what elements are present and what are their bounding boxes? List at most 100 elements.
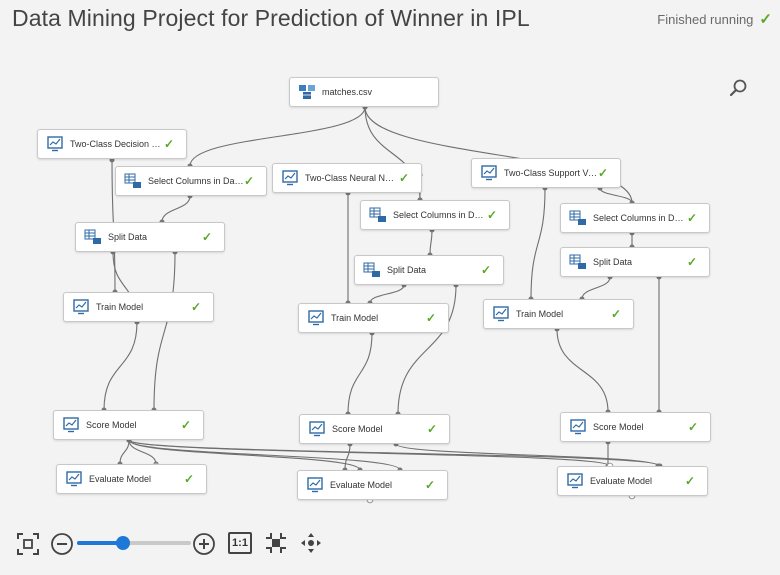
- success-check-icon: ✓: [486, 208, 497, 222]
- module-sm1[interactable]: Score Model ✓: [53, 410, 204, 440]
- model-icon: [46, 136, 64, 152]
- module-label: Split Data: [108, 232, 148, 242]
- success-check-icon: ✓: [684, 474, 695, 488]
- module-em2[interactable]: Evaluate Model ✓: [297, 470, 448, 500]
- experiment-title: Data Mining Project for Prediction of Wi…: [12, 5, 530, 31]
- success-check-icon: ✓: [480, 263, 491, 277]
- dataset-icon: [298, 84, 316, 100]
- module-label: Score Model: [593, 422, 644, 432]
- zoom-in-icon[interactable]: [192, 532, 216, 556]
- actual-size-button[interactable]: 1:1: [228, 532, 252, 554]
- connection: [344, 443, 351, 471]
- module-label: Two-Class Decision Forest: [70, 139, 164, 149]
- model-icon: [569, 419, 587, 435]
- zoom-slider[interactable]: [77, 536, 191, 550]
- success-check-icon: ✓: [201, 230, 212, 244]
- module-label: Two-Class Neural Network: [305, 173, 399, 183]
- model-icon: [308, 421, 326, 437]
- center-icon[interactable]: [264, 531, 288, 555]
- success-check-icon: ✓: [425, 311, 436, 325]
- module-tm2[interactable]: Train Model ✓: [298, 303, 449, 333]
- model-icon: [307, 310, 325, 326]
- module-label: Select Columns in Dataset: [593, 213, 687, 223]
- model-icon: [492, 306, 510, 322]
- connection: [128, 439, 401, 471]
- module-nn[interactable]: Two-Class Neural Network✓: [272, 163, 422, 193]
- success-check-icon: ✓: [610, 307, 621, 321]
- actual-size-label: 1:1: [232, 537, 248, 549]
- module-svm[interactable]: Two-Class Support Vector M...✓: [471, 158, 621, 188]
- model-icon: [62, 417, 80, 433]
- table-icon: [363, 262, 381, 278]
- module-label: Evaluate Model: [89, 474, 152, 484]
- pan-icon[interactable]: [299, 531, 323, 555]
- run-status-text: Finished running: [657, 11, 754, 27]
- table-icon: [569, 210, 587, 226]
- module-label: Two-Class Support Vector M...: [504, 168, 598, 178]
- connection: [530, 187, 546, 300]
- module-label: Evaluate Model: [330, 480, 393, 490]
- model-icon: [281, 170, 299, 186]
- table-icon: [369, 207, 387, 223]
- module-sd2[interactable]: Split Data ✓: [354, 255, 504, 285]
- model-icon: [65, 471, 83, 487]
- table-icon: [569, 254, 587, 270]
- model-icon: [480, 165, 498, 181]
- connection: [369, 284, 405, 304]
- success-check-icon: ✓: [398, 171, 409, 185]
- model-icon: [566, 473, 584, 489]
- success-check-icon: ✓: [687, 420, 698, 434]
- fit-to-screen-icon[interactable]: [16, 532, 40, 556]
- module-sc1[interactable]: Select Columns in Dataset✓: [115, 166, 267, 196]
- zoom-slider-fill: [77, 541, 123, 545]
- module-sm3[interactable]: Score Model ✓: [560, 412, 711, 442]
- success-check-icon: ✓: [190, 300, 201, 314]
- run-status: Finished running ✓: [657, 10, 772, 28]
- module-sc2[interactable]: Select Columns in Dataset✓: [360, 200, 510, 230]
- connection: [189, 106, 366, 167]
- module-label: Score Model: [332, 424, 383, 434]
- connection: [397, 284, 457, 415]
- module-label: matches.csv: [322, 87, 373, 97]
- connection: [103, 321, 138, 411]
- zoom-slider-thumb[interactable]: [115, 536, 130, 550]
- connection: [161, 195, 191, 223]
- module-sd3[interactable]: Split Data ✓: [560, 247, 710, 277]
- module-label: Train Model: [96, 302, 144, 312]
- module-label: Select Columns in Dataset: [148, 176, 244, 186]
- success-check-icon: ✓: [686, 211, 697, 225]
- module-tm1[interactable]: Train Model ✓: [63, 292, 214, 322]
- module-label: Split Data: [593, 257, 633, 267]
- module-label: Train Model: [331, 313, 379, 323]
- module-sc3[interactable]: Select Columns in Dataset✓: [560, 203, 710, 233]
- module-label: Score Model: [86, 420, 137, 430]
- module-label: Train Model: [516, 309, 564, 319]
- table-icon: [84, 229, 102, 245]
- zoom-out-icon[interactable]: [50, 532, 74, 556]
- model-icon: [72, 299, 90, 315]
- module-em1[interactable]: Evaluate Model✓: [56, 464, 207, 494]
- connection: [581, 276, 611, 300]
- success-check-icon: ✓: [424, 478, 435, 492]
- success-check-icon: ✓: [759, 11, 772, 28]
- module-tm3[interactable]: Train Model ✓: [483, 299, 634, 329]
- module-sd1[interactable]: Split Data ✓: [75, 222, 225, 252]
- model-icon: [306, 477, 324, 493]
- success-check-icon: ✓: [180, 418, 191, 432]
- module-sm2[interactable]: Score Model ✓: [299, 414, 450, 444]
- success-check-icon: ✓: [426, 422, 437, 436]
- success-check-icon: ✓: [163, 137, 174, 151]
- success-check-icon: ✓: [686, 255, 697, 269]
- module-em3[interactable]: Evaluate Model ✓: [557, 466, 708, 496]
- module-label: Split Data: [387, 265, 427, 275]
- module-label: Evaluate Model: [590, 476, 653, 486]
- module-df[interactable]: Two-Class Decision Forest✓: [37, 129, 187, 159]
- connection: [395, 443, 659, 467]
- module-matches[interactable]: matches.csv: [289, 77, 439, 107]
- connection: [556, 328, 609, 413]
- success-check-icon: ✓: [597, 166, 608, 180]
- table-icon: [124, 173, 142, 189]
- connection: [119, 439, 130, 465]
- search-icon[interactable]: [729, 78, 749, 98]
- module-label: Select Columns in Dataset: [393, 210, 487, 220]
